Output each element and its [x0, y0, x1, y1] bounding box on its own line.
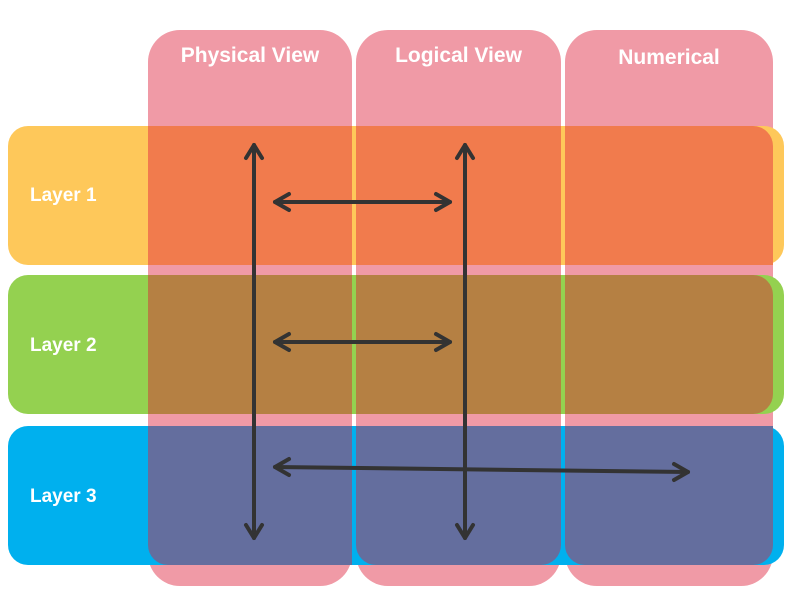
cell-layer1-logical: [356, 126, 561, 265]
cell-layer1-physical: [148, 126, 352, 265]
row-label: Layer 2: [30, 335, 97, 356]
column-title: Physical View: [180, 44, 320, 67]
cell-layer3-logical: [356, 426, 561, 565]
column-title: Numerical: [618, 46, 720, 69]
row-label: Layer 1: [30, 185, 97, 206]
cell-layer3-physical: [148, 426, 352, 565]
cell-layer2-logical: [356, 275, 561, 414]
cell-layer2-numerical: [565, 275, 773, 414]
cell-layer1-numerical: [565, 126, 773, 265]
column-title: Logical View: [395, 44, 522, 67]
row-label: Layer 3: [30, 486, 97, 507]
cell-layer2-physical: [148, 275, 352, 414]
cell-layer3-numerical: [565, 426, 773, 565]
